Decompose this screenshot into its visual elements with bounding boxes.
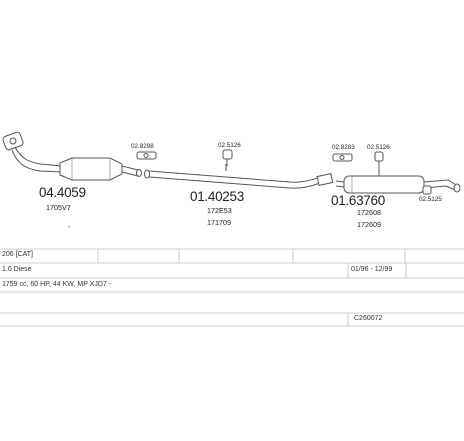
fitting-label-02-5126: 02.5126 bbox=[218, 142, 241, 149]
hanger-02-5126b-icon bbox=[374, 151, 384, 176]
clamp-02-8283-icon bbox=[332, 153, 353, 162]
middle-pipe-part-number: 01.40253 bbox=[190, 189, 244, 204]
production-years: 01/96 - 12/99 bbox=[351, 266, 393, 273]
hanger-02-5125-icon bbox=[422, 185, 432, 195]
middle-pipe-ref2: 171709 bbox=[207, 218, 231, 227]
fitting-label-02-8298: 02.8298 bbox=[131, 143, 154, 150]
fitting-label-02-5125: 02.5125 bbox=[419, 196, 442, 203]
hanger-02-5126-icon bbox=[222, 149, 233, 166]
catalyst-part-number: 04.4059 bbox=[39, 185, 86, 200]
catalyst-extra: - bbox=[68, 222, 71, 231]
middle-pipe bbox=[144, 164, 334, 189]
front-flange bbox=[2, 131, 24, 151]
fitting-label-02-8283: 02.8283 bbox=[332, 144, 355, 151]
catalyst-ref: 1705V7 bbox=[46, 203, 71, 212]
engine-specs: 1759 cc, 60 HP, 44 KW, MP XJD7 - bbox=[2, 281, 112, 288]
info-table-grid bbox=[0, 248, 464, 327]
middle-pipe-ref1: 172E53 bbox=[207, 206, 232, 215]
clamp-02-8298-icon bbox=[136, 151, 157, 160]
system-code: C260072 bbox=[354, 315, 383, 322]
rear-silencer bbox=[335, 175, 461, 194]
fitting-label-02-5126b: 02.5126 bbox=[367, 144, 390, 151]
rear-silencer-ref2: 172609 bbox=[357, 220, 381, 229]
rear-silencer-ref1: 172608 bbox=[357, 208, 381, 217]
vehicle-model: 206 [CAT] bbox=[2, 251, 33, 258]
engine-type: 1.0 Diese bbox=[2, 266, 32, 273]
catalyst-front-pipe bbox=[2, 131, 142, 181]
rear-silencer-part-number: 01.63760 bbox=[331, 193, 385, 208]
